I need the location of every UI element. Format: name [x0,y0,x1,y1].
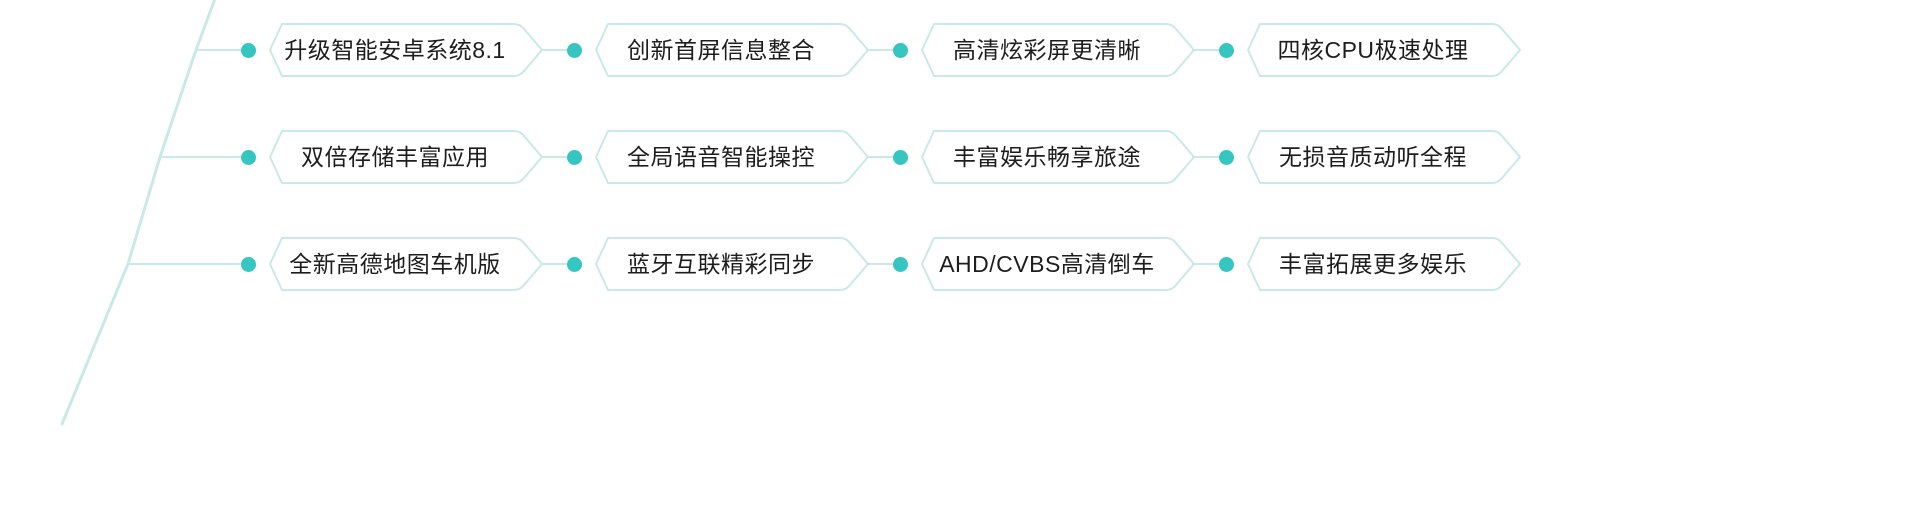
feature-node[interactable]: 双倍存储丰富应用 [241,129,543,185]
feature-label: 蓝牙互联精彩同步 [627,251,815,277]
node-connector [866,49,894,51]
node-connector [866,156,894,158]
feature-node[interactable]: 四核CPU极速处理 [1219,22,1521,78]
node-bullet-icon [567,42,582,58]
feature-label: 全新高德地图车机版 [289,251,501,277]
feature-node[interactable]: 丰富拓展更多娱乐 [1219,236,1521,292]
node-bullet-icon [893,149,908,165]
feature-node[interactable]: 高清炫彩屏更清晰 [893,22,1195,78]
chevron-outline-icon: 创新首屏信息整合 [574,22,869,78]
chevron-outline-icon: AHD/CVBS高清倒车 [900,236,1195,292]
node-connector [1192,263,1220,265]
feature-node[interactable]: 蓝牙互联精彩同步 [567,236,869,292]
chevron-outline-icon: 蓝牙互联精彩同步 [574,236,869,292]
feature-label: 升级智能安卓系统8.1 [284,37,506,63]
feature-label: 双倍存储丰富应用 [301,144,489,170]
feature-node[interactable]: 无损音质动听全程 [1219,129,1521,185]
feature-node[interactable]: 全局语音智能操控 [567,129,869,185]
node-connector [1192,156,1220,158]
feature-label: 全局语音智能操控 [627,144,815,170]
feature-label: 创新首屏信息整合 [627,37,815,63]
node-bullet-icon [567,149,582,165]
node-bullet-icon [567,256,582,272]
node-bullet-icon [893,42,908,58]
node-bullet-icon [241,149,256,165]
feature-label: AHD/CVBS高清倒车 [939,251,1155,277]
chevron-outline-icon: 双倍存储丰富应用 [248,129,543,185]
node-bullet-icon [1219,149,1234,165]
chevron-outline-icon: 全局语音智能操控 [574,129,869,185]
feature-node[interactable]: 全新高德地图车机版 [241,236,543,292]
chevron-outline-icon: 丰富拓展更多娱乐 [1226,236,1521,292]
node-bullet-icon [241,42,256,58]
feature-label: 丰富拓展更多娱乐 [1279,251,1467,277]
feature-node[interactable]: AHD/CVBS高清倒车 [893,236,1195,292]
node-connector [540,263,568,265]
feature-label: 高清炫彩屏更清晰 [953,37,1141,63]
feature-label: 无损音质动听全程 [1279,144,1467,170]
node-connector [540,49,568,51]
feature-node[interactable]: 升级智能安卓系统8.1 [241,22,543,78]
chevron-outline-icon: 全新高德地图车机版 [248,236,543,292]
chevron-outline-icon: 四核CPU极速处理 [1226,22,1521,78]
feature-row: 双倍存储丰富应用 全局语音智能操控 丰富娱乐畅享旅途 无损音质动听全程 [0,129,1920,185]
node-bullet-icon [1219,42,1234,58]
feature-node[interactable]: 创新首屏信息整合 [567,22,869,78]
chevron-outline-icon: 升级智能安卓系统8.1 [248,22,543,78]
feature-label: 丰富娱乐畅享旅途 [953,144,1141,170]
chevron-outline-icon: 无损音质动听全程 [1226,129,1521,185]
feature-node[interactable]: 丰富娱乐畅享旅途 [893,129,1195,185]
chevron-outline-icon: 丰富娱乐畅享旅途 [900,129,1195,185]
node-connector [866,263,894,265]
feature-label: 四核CPU极速处理 [1277,37,1469,63]
node-connector [1192,49,1220,51]
node-bullet-icon [241,256,256,272]
node-connector [540,156,568,158]
node-bullet-icon [1219,256,1234,272]
node-bullet-icon [893,256,908,272]
feature-row: 升级智能安卓系统8.1 创新首屏信息整合 高清炫彩屏更清晰 四核CPU极速处理 [0,22,1920,78]
chevron-outline-icon: 高清炫彩屏更清晰 [900,22,1195,78]
feature-row: 全新高德地图车机版 蓝牙互联精彩同步 AHD/CVBS高清倒车 丰富拓展更多娱乐 [0,236,1920,292]
